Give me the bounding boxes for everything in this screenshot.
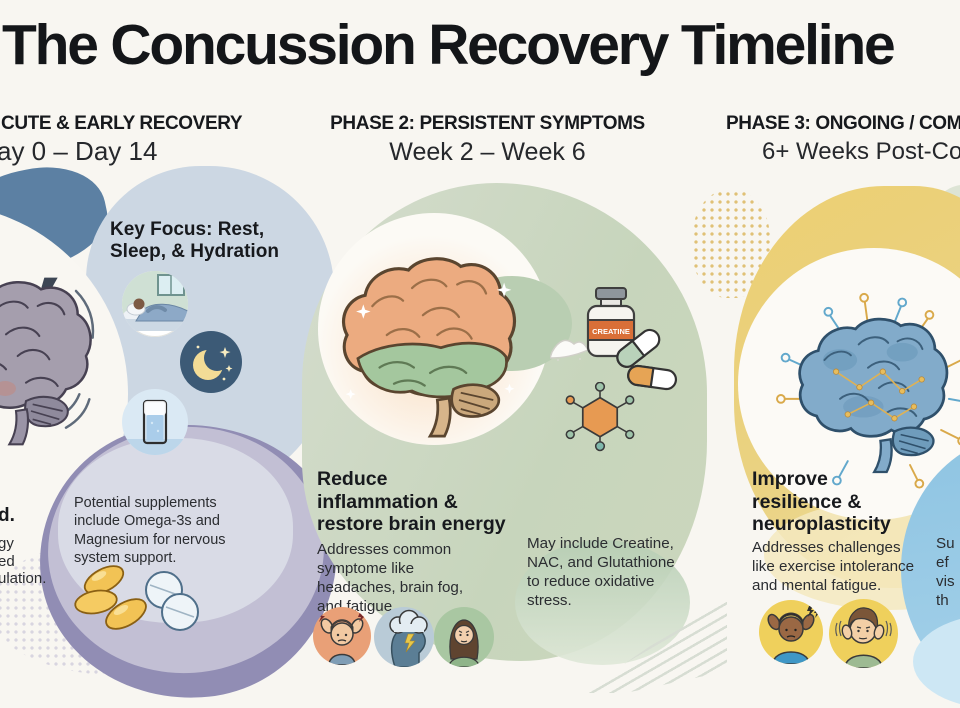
omega3-capsules-icon: [66, 552, 201, 644]
phase2-header: PHASE 2: PERSISTENT SYMPTOMS: [330, 113, 645, 134]
exercise-intolerance-icon: [759, 600, 823, 664]
creatine-bottle-icon: CREATINE: [550, 286, 638, 364]
phase1-header: CUTE & EARLY RECOVERY: [1, 113, 243, 134]
neuroplasticity-brain-icon: [770, 290, 960, 500]
creatine-label: CREATINE: [592, 327, 630, 336]
phase1-key-focus: Key Focus: Rest, Sleep, & Hydration: [110, 219, 279, 263]
phase2-header-block: PHASE 2: PERSISTENT SYMPTOMS Week 2 – We…: [330, 113, 645, 167]
phase1-supplement-note: Potential supplements include Omega-3s a…: [74, 495, 226, 567]
phase2-heading: Reduce inflammation & restore brain ener…: [317, 468, 506, 536]
phase2-body: Addresses common symptome like headaches…: [317, 541, 464, 616]
tablet-pills-icon: [145, 571, 199, 631]
phase1-timeframe: ay 0 – Day 14: [0, 136, 158, 166]
capsules-icon: [612, 326, 684, 394]
phase2-timeframe: Week 2 – Week 6: [389, 138, 586, 166]
mental-fatigue-icon: [829, 599, 898, 668]
phase3-cut-text: Su ef vis th: [936, 535, 955, 610]
phase1-cut-text-bold: d.: [0, 505, 15, 526]
brain-fog-icon: [374, 607, 434, 667]
phase3-timeframe: 6+ Weeks Post-Co: [762, 138, 960, 165]
phase3-heading: Improve resilience & neuroplasticity: [752, 468, 891, 536]
fatigued-person-icon: [434, 607, 494, 667]
phase3-body: Addresses challenges like exercise intol…: [752, 539, 915, 595]
phase2-supplement-note: May include Creatine, NAC, and Glutathio…: [527, 535, 675, 610]
page-title: The Concussion Recovery Timeline: [2, 13, 896, 77]
phase1-cut-text: gy ed ulation.: [0, 535, 47, 587]
phase3-header: PHASE 3: ONGOING / COM: [726, 113, 960, 134]
water-glass-icon: [122, 389, 188, 455]
moon-and-stars-icon: [180, 331, 242, 393]
healing-brain-icon: [336, 252, 526, 438]
sleeping-person-icon: [122, 271, 188, 337]
injured-brain-icon: [0, 276, 101, 451]
molecule-icon: [560, 382, 640, 454]
headache-person-icon: [313, 607, 371, 665]
